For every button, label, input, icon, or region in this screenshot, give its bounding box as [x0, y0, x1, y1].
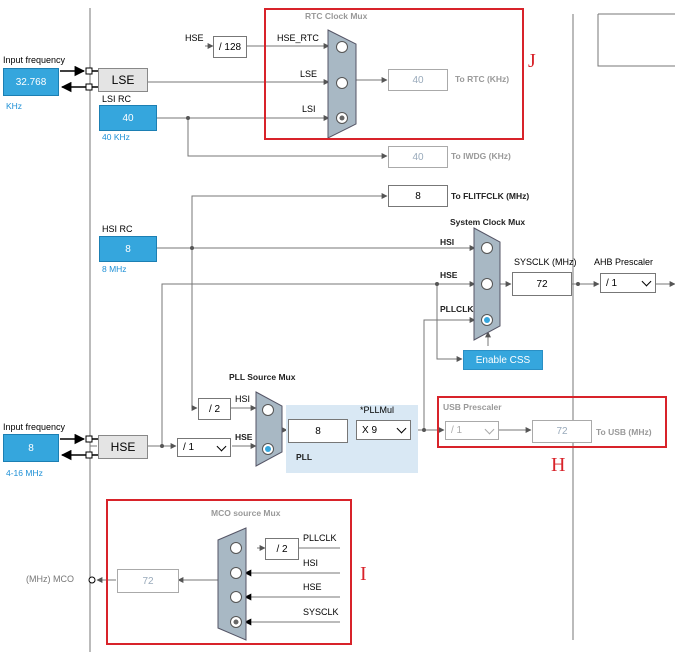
mco-input-hsi: HSI [303, 558, 319, 568]
lse-unit-label: KHz [6, 101, 23, 111]
mco-source-mux-title: MCO source Mux [211, 508, 281, 518]
pll-label: PLL [296, 452, 313, 462]
flitfclk-output-field[interactable]: 8 [388, 185, 448, 207]
hse-input-frequency-label: Input frequency [3, 422, 66, 432]
hsi-rc-value-box: 8 [99, 236, 157, 262]
enable-css-button[interactable]: Enable CSS [463, 350, 543, 370]
rtc-mux-title: RTC Clock Mux [305, 11, 368, 21]
hse-unit-label: 4-16 MHz [6, 468, 43, 478]
ahb-prescaler-label: AHB Prescaler [594, 257, 654, 267]
rtc-hse-label: HSE [185, 33, 204, 43]
rtc-highlight-frame [264, 8, 524, 140]
usb-tag-letter: H [551, 454, 566, 476]
mco-input-sysclk: SYSCLK [303, 607, 339, 617]
sysmux-input-hse: HSE [440, 270, 458, 280]
sysmux-input-pllclk: PLLCLK [440, 304, 474, 314]
usb-output-field[interactable]: 72 [532, 420, 592, 443]
hse-input-frequency-field[interactable]: 8 [3, 434, 59, 462]
mco-output-label: (MHz) MCO [26, 574, 74, 584]
lse-oscillator-box: LSE [98, 68, 148, 92]
pll-mul-value: X 9 [362, 424, 378, 436]
mco-input-hse: HSE [303, 582, 322, 592]
mco-tag-letter: I [360, 563, 367, 585]
lsi-unit-label: 40 KHz [102, 132, 130, 142]
rtc-mux-input-lse: LSE [300, 69, 318, 79]
usb-output-label: To USB (MHz) [596, 427, 652, 437]
hse-rtc-divider-box: / 128 [213, 36, 247, 58]
ahb-prescaler-value: / 1 [606, 277, 618, 289]
pll-mul-select[interactable]: X 9 [356, 420, 411, 440]
lse-input-frequency-field[interactable]: 32.768 [3, 68, 59, 96]
pll-source-mux-title: PLL Source Mux [229, 372, 296, 382]
hse-prediv-select[interactable]: / 1 [177, 438, 231, 457]
iwdg-output-label: To IWDG (KHz) [451, 151, 511, 161]
usb-prescaler-title: USB Prescaler [443, 402, 502, 412]
sysmux-input-hsi: HSI [440, 237, 455, 247]
chevron-down-icon [484, 424, 495, 434]
pll-input-field[interactable]: 8 [288, 419, 348, 443]
mco-output-field[interactable]: 72 [117, 569, 179, 593]
mco-mux-shape [217, 527, 247, 641]
rtc-mux-input-hse-rtc: HSE_RTC [277, 33, 319, 43]
hse-prediv-value: / 1 [183, 442, 195, 453]
lse-input-frequency-label: Input frequency [3, 55, 66, 65]
pll-source-input-hsi: HSI [235, 394, 251, 404]
chevron-down-icon [641, 276, 652, 287]
mco-input-pllclk: PLLCLK [303, 533, 337, 543]
lsi-rc-label: LSI RC [102, 94, 132, 104]
rtc-output-field[interactable]: 40 [388, 69, 448, 91]
hsi-unit-label: 8 MHz [102, 264, 127, 274]
rtc-tag-letter: J [528, 50, 536, 72]
pll-source-input-hse: HSE [235, 432, 253, 442]
pll-mul-label: *PLLMul [360, 405, 395, 415]
mco-pll-divider-box: / 2 [265, 538, 299, 560]
usb-highlight-frame [437, 396, 667, 448]
system-clock-mux-title: System Clock Mux [450, 217, 526, 227]
rtc-output-label: To RTC (KHz) [455, 74, 510, 84]
iwdg-output-field[interactable]: 40 [388, 146, 448, 168]
lsi-rc-value-box: 40 [99, 105, 157, 131]
chevron-down-icon [396, 423, 407, 434]
flitfclk-output-label: To FLITFCLK (MHz) [451, 191, 530, 201]
sysclk-value-field[interactable]: 72 [512, 272, 572, 296]
mco-highlight-frame [106, 499, 352, 645]
hsi-pll-divider-box: / 2 [198, 398, 231, 420]
usb-prescaler-value: / 1 [451, 425, 463, 436]
usb-prescaler-select[interactable]: / 1 [445, 421, 499, 440]
chevron-down-icon [216, 441, 227, 451]
ahb-prescaler-select[interactable]: / 1 [600, 273, 656, 293]
hse-oscillator-box: HSE [98, 435, 148, 459]
sysclk-label: SYSCLK (MHz) [514, 257, 577, 267]
hsi-rc-label: HSI RC [102, 224, 133, 234]
rtc-mux-input-lsi: LSI [302, 104, 316, 114]
